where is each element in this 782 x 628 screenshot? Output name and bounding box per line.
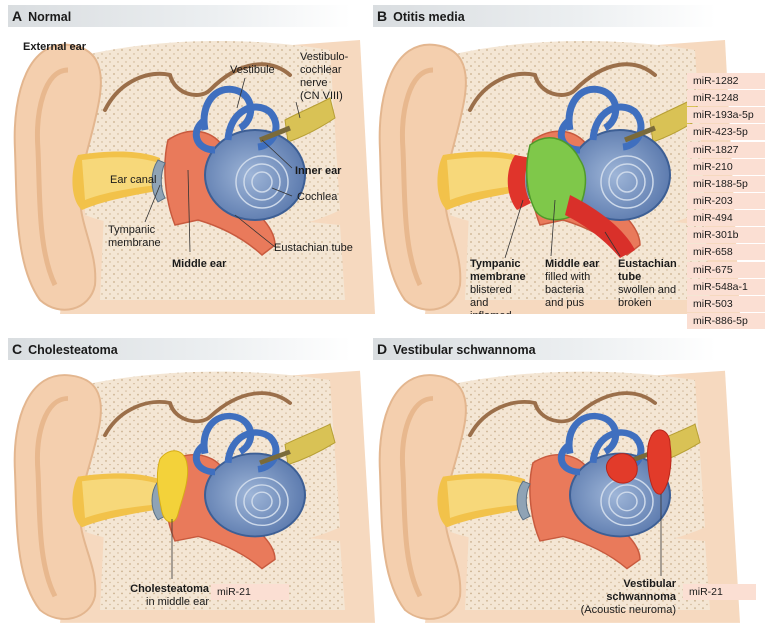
panel-header: D Vestibular schwannoma [373,338,716,360]
middle-ear-title: Middle ear [545,258,600,270]
eustachian-title-2: tube [618,271,642,283]
mirna-item: miR-301b [687,227,765,244]
cholesteatoma-desc: in middle ear [146,596,209,608]
cholesteatoma-mirna: miR-21 [211,584,289,600]
panel-otitis-media: B Otitis media Tympanic membrane blistere… [365,0,756,314]
schwannoma-mirna: miR-21 [683,584,756,600]
tympanic-desc-1: blistered [470,284,512,296]
tympanic-title-1: Tympanic [470,258,521,270]
mirna-item: miR-548a-1 [687,278,765,295]
cholesteatoma-ear-illustration [0,314,391,628]
panel-header: B Otitis media [373,5,716,27]
panel-letter: A [12,8,23,24]
mirna-item: miR-188-5p [687,175,765,192]
schwannoma-ear-illustration [365,314,756,628]
eustachian-title-1: Eustachian [618,258,677,270]
mirna-item: miR-1248 [687,90,765,107]
panel-letter: B [377,8,388,24]
middle-desc-3: and pus [545,297,585,309]
mirna-item: miR-503 [687,295,765,312]
eustachian-desc-1: swollen and [618,284,677,296]
label-tympanic-inflamed: Tympanic membrane blistered and inflamed [470,258,526,314]
middle-desc-2: bacteria [545,284,585,296]
label-middle-ear-infected: Middle ear filled with bacteria and pus [545,258,599,310]
eustachian-desc-2: broken [618,297,652,309]
schwannoma-desc: (Acoustic neuroma) [580,604,676,616]
tympanic-title-2: membrane [470,271,526,283]
tympanic-line-2: membrane [108,237,161,249]
mirna-item: miR-210 [687,158,765,175]
tympanic-line-1: Tympanic [108,224,156,236]
panel-title: Normal [28,10,72,24]
label-middle-ear: Middle ear [172,258,227,270]
tympanic-desc-3: inflamed [470,310,526,314]
label-vestibule: Vestibule [230,64,275,76]
schwannoma-title-2: schwannoma [606,591,676,603]
panel-header: C Cholesteatoma [8,338,351,360]
panel-letter: C [12,341,23,357]
label-tympanic-membrane: Tympanic membrane [108,224,161,250]
mirna-item: miR-203 [687,192,765,209]
label-eustachian-tube: Eustachian tube [274,242,353,254]
mirna-item: miR-1282 [687,73,765,89]
label-vestibulocochlear-nerve: Vestibulo- cochlear nerve (CN VIII) [300,51,348,103]
mirna-item: miR-193a-5p [687,107,765,124]
mirna-item: miR-494 [687,210,765,227]
label-external-ear: External ear [23,41,86,53]
panel-title: Otitis media [393,10,465,24]
label-cholesteatoma: Cholesteatoma in middle ear [121,583,209,609]
mirna-item: miR-675 [687,261,765,278]
panel-title: Vestibular schwannoma [393,343,536,357]
label-cochlea: Cochlea [297,191,338,203]
mirna-item: miR-886-5p [687,312,765,329]
nerve-line-1: Vestibulo- [300,51,349,63]
panel-title: Cholesteatoma [28,343,118,357]
nerve-line-3: nerve [300,77,328,89]
tympanic-desc-2: and [470,297,489,309]
cholesteatoma-title: Cholesteatoma [130,583,209,595]
nerve-line-2: cochlear [300,64,342,76]
mirna-item: miR-1827 [687,141,765,158]
middle-desc-1: filled with [545,271,591,283]
label-vestibular-schwannoma: Vestibular schwannoma (Acoustic neuroma) [580,578,676,617]
mirna-item: miR-658 [687,244,765,261]
otitis-ear-illustration [365,0,756,314]
label-ear-canal: Ear canal [110,174,157,186]
panel-cholesteatoma: C Cholesteatoma Cholesteatoma in middle e… [0,314,391,628]
panel-header: A Normal [8,5,351,27]
label-inner-ear: Inner ear [295,165,342,177]
schwannoma-title-1: Vestibular [623,578,676,590]
mirna-item: miR-423-5p [687,124,765,141]
panel-letter: D [377,341,388,357]
panel-normal: A Normal External ear Vestibule Vestibulo… [0,0,391,314]
panel-vestibular-schwannoma: D Vestibular schwannoma Vestibular schwan… [365,314,756,628]
normal-ear-illustration [0,0,391,314]
label-eustachian-swollen: Eustachian tube swollen and broken [618,258,677,310]
nerve-line-4: (CN VIII) [300,90,343,102]
